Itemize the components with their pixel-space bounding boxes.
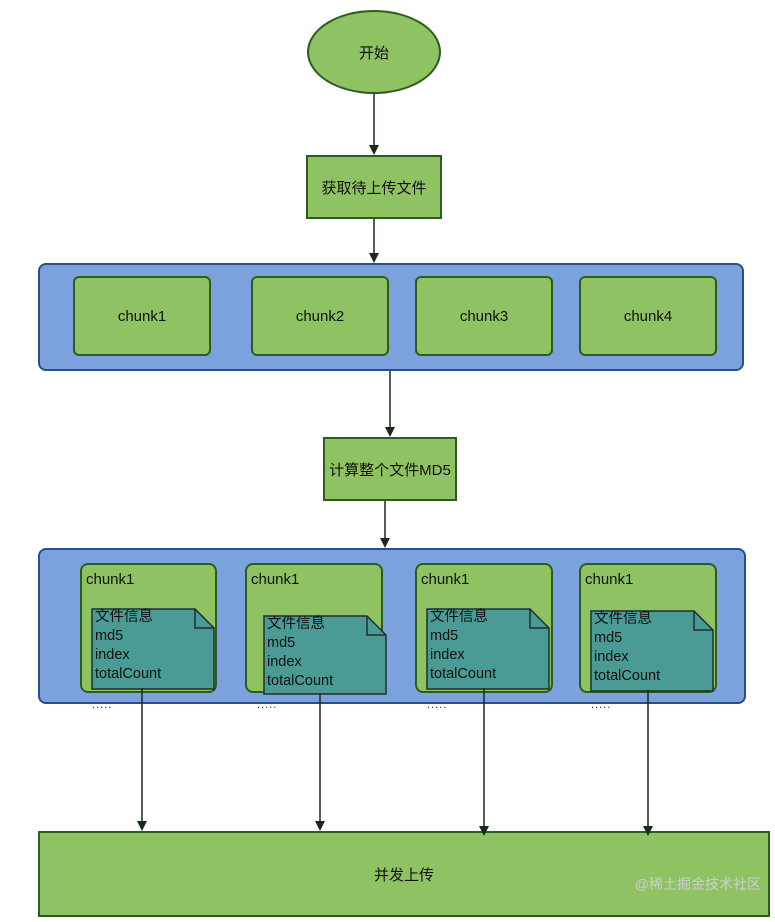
start-label: 开始 bbox=[358, 44, 389, 62]
note-line: index bbox=[267, 654, 302, 670]
annotated-chunk-label-1: chunk1 bbox=[86, 571, 135, 588]
chunk-box-2: chunk2 bbox=[251, 276, 389, 356]
note-icon bbox=[426, 608, 550, 690]
get-file-label: 获取待上传文件 bbox=[321, 179, 427, 197]
start-node: 开始 bbox=[307, 10, 441, 94]
watermark: @稀土掘金技术社区 bbox=[634, 876, 761, 892]
chunk-label-2: chunk2 bbox=[295, 307, 345, 325]
note-line: index bbox=[95, 647, 130, 663]
ellipsis-2: ..... bbox=[257, 699, 278, 711]
note-line: index bbox=[594, 649, 629, 665]
note-icon bbox=[91, 608, 215, 690]
ellipsis-1: ..... bbox=[92, 699, 113, 711]
note-line: md5 bbox=[430, 628, 459, 644]
ellipsis-3: ..... bbox=[427, 699, 448, 711]
compute-md5-label: 计算整个文件MD5 bbox=[329, 461, 451, 479]
upload-label: 并发上传 bbox=[373, 866, 434, 884]
annotated-chunk-1: chunk1 文件信息 md5 index totalCount ..... bbox=[80, 563, 217, 711]
note-line: 文件信息 bbox=[594, 611, 652, 627]
note-icon bbox=[590, 610, 714, 692]
annotated-chunk-2: chunk1 文件信息 md5 index totalCount ..... bbox=[245, 563, 387, 711]
note-line: md5 bbox=[267, 635, 296, 651]
note-line: md5 bbox=[95, 628, 124, 644]
chunk-box-3: chunk3 bbox=[415, 276, 553, 356]
note-line: index bbox=[430, 647, 465, 663]
annotated-chunk-label-3: chunk1 bbox=[421, 571, 470, 588]
chunk-label-1: chunk1 bbox=[117, 307, 167, 325]
file-info-note-1: 文件信息 md5 index totalCount bbox=[91, 608, 215, 690]
chunk-label-4: chunk4 bbox=[623, 307, 673, 325]
annotated-chunk-label-2: chunk1 bbox=[251, 571, 300, 588]
note-line: totalCount bbox=[95, 666, 162, 682]
file-info-note-3: 文件信息 md5 index totalCount bbox=[426, 608, 550, 690]
annotated-chunk-4: chunk1 文件信息 md5 index totalCount ..... bbox=[579, 563, 717, 711]
note-line: 文件信息 bbox=[95, 609, 153, 625]
annotated-chunk-label-4: chunk1 bbox=[585, 571, 634, 588]
get-file-node: 获取待上传文件 bbox=[306, 155, 442, 219]
annotated-chunk-3: chunk1 文件信息 md5 index totalCount ..... bbox=[415, 563, 553, 711]
note-line: totalCount bbox=[594, 668, 661, 684]
chunk-box-1: chunk1 bbox=[73, 276, 211, 356]
ellipsis-4: ..... bbox=[591, 699, 612, 711]
note-line: 文件信息 bbox=[430, 609, 488, 625]
file-info-note-4: 文件信息 md5 index totalCount bbox=[590, 610, 714, 692]
chunk-box-4: chunk4 bbox=[579, 276, 717, 356]
note-line: totalCount bbox=[267, 673, 334, 689]
upload-node: 并发上传 bbox=[38, 831, 770, 917]
compute-md5-node: 计算整个文件MD5 bbox=[323, 437, 457, 501]
note-line: 文件信息 bbox=[267, 616, 325, 632]
note-line: md5 bbox=[594, 630, 623, 646]
note-icon bbox=[263, 615, 387, 695]
chunk-label-3: chunk3 bbox=[459, 307, 509, 325]
note-line: totalCount bbox=[430, 666, 497, 682]
file-info-note-2: 文件信息 md5 index totalCount bbox=[263, 615, 387, 695]
